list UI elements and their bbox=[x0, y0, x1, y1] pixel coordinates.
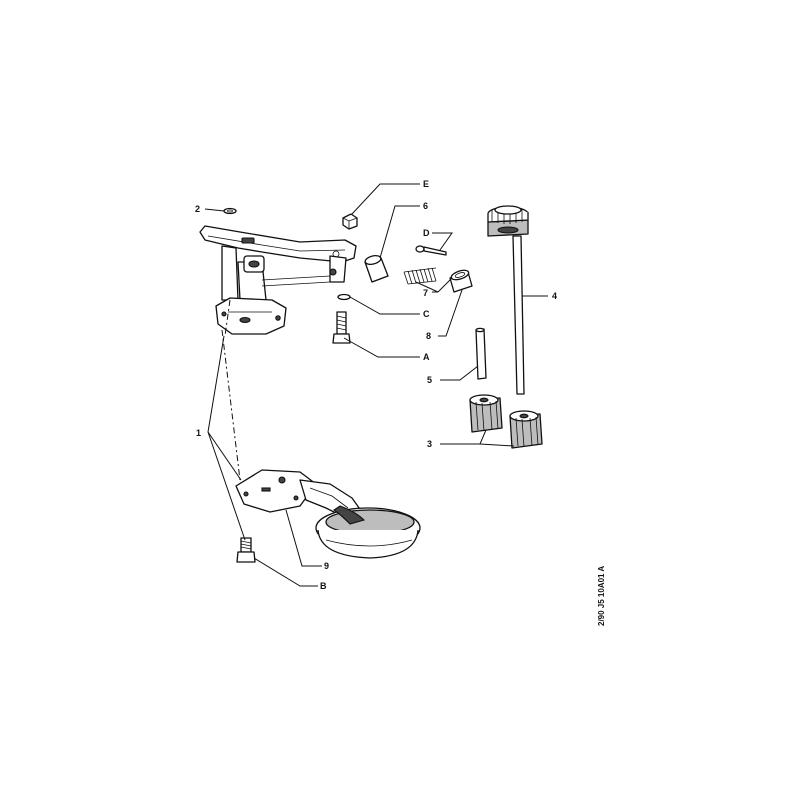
part-B-bolt bbox=[236, 537, 256, 563]
part-A-screw bbox=[332, 311, 351, 344]
part-6-piston bbox=[364, 255, 389, 283]
part-D-split-pin bbox=[415, 245, 447, 256]
part-7-spring bbox=[403, 267, 437, 285]
label-2: 2 bbox=[195, 204, 200, 214]
part-9-oil-strainer bbox=[235, 469, 421, 559]
label-A: A bbox=[423, 352, 430, 362]
label-4: 4 bbox=[552, 291, 557, 301]
callout-labels: 1 2 E 6 D 7 4 C 8 A 5 3 9 B bbox=[195, 179, 557, 591]
label-E: E bbox=[423, 179, 429, 189]
oil-pump-body bbox=[199, 225, 357, 335]
label-7: 7 bbox=[423, 288, 428, 298]
label-8: 8 bbox=[426, 331, 431, 341]
label-1: 1 bbox=[196, 428, 201, 438]
part-4-drive-shaft bbox=[487, 205, 529, 395]
label-C: C bbox=[423, 309, 430, 319]
part-E-nut bbox=[342, 213, 358, 230]
part-C-washer bbox=[337, 293, 351, 301]
label-5: 5 bbox=[427, 375, 432, 385]
label-B: B bbox=[320, 581, 327, 591]
label-D: D bbox=[423, 228, 430, 238]
label-3: 3 bbox=[427, 439, 432, 449]
label-6: 6 bbox=[423, 201, 428, 211]
reference-code: 2/90 J5 10A01 A bbox=[597, 566, 606, 626]
leader-lines bbox=[204, 183, 548, 587]
part-5-pin bbox=[475, 327, 487, 380]
part-2-washer bbox=[223, 207, 237, 215]
label-9: 9 bbox=[324, 561, 329, 571]
part-3-gears bbox=[469, 394, 543, 449]
alignment-axis-lines bbox=[221, 299, 241, 481]
part-8-bush bbox=[449, 269, 473, 293]
